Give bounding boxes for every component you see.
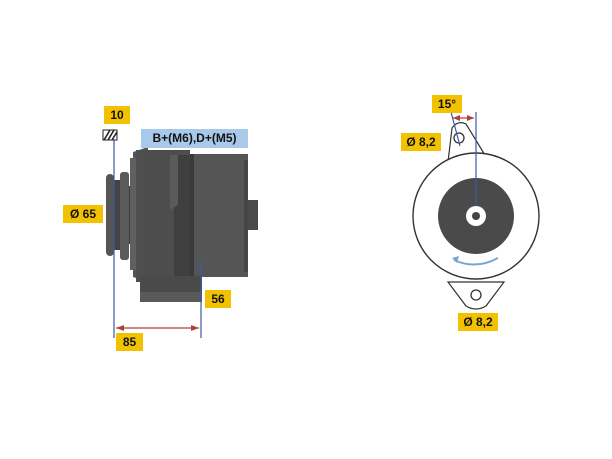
label-hole-top: Ø 8,2 <box>401 133 441 151</box>
rear-section <box>190 154 248 277</box>
hatch-icon <box>102 129 118 141</box>
rear-stub <box>248 200 258 230</box>
label-diameter-65: Ø 65 <box>63 205 103 223</box>
label-hole-bottom: Ø 8,2 <box>458 313 498 331</box>
angle-line <box>450 111 461 147</box>
front-view <box>412 111 540 310</box>
front-flange <box>136 150 148 282</box>
label-56: 56 <box>205 290 231 308</box>
label-ten: 10 <box>104 106 130 124</box>
pulley <box>106 172 134 260</box>
label-terminals: B+(M6),D+(M5) <box>141 129 248 148</box>
mount-foot <box>140 276 202 294</box>
side-view <box>102 129 258 338</box>
rotation-arrow <box>453 257 499 266</box>
label-15-degrees: 15° <box>432 95 462 113</box>
label-85: 85 <box>116 333 143 351</box>
